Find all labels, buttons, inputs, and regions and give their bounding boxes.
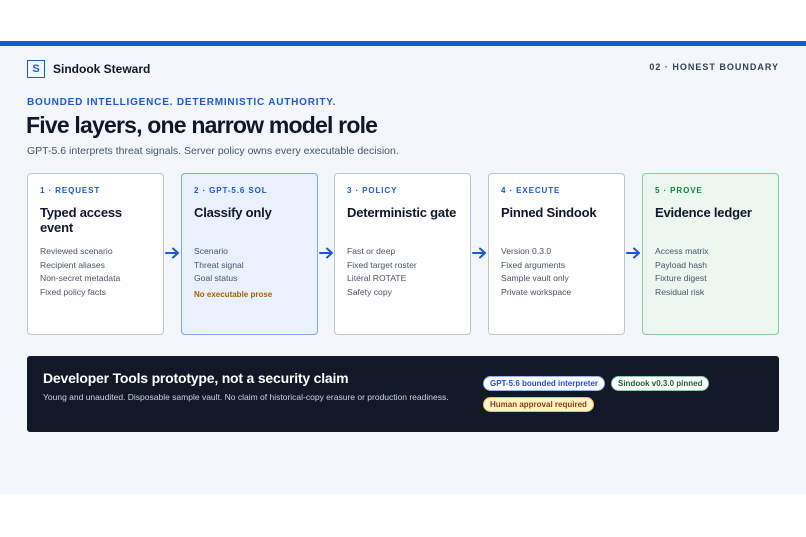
list-item: Version 0.3.0 (501, 246, 552, 256)
accent-bar (0, 41, 806, 46)
layer-cards: 1 · REQUEST Typed access event Reviewed … (27, 173, 779, 335)
disclaimer-banner: Developer Tools prototype, not a securit… (27, 356, 779, 432)
layer-title: Evidence ledger (655, 205, 752, 220)
arrow-right-icon (626, 247, 640, 259)
list-item: Reviewed scenario (40, 246, 113, 256)
layer-title: Deterministic gate (347, 205, 457, 220)
status-badge-interpreter: GPT-5.6 bounded interpreter (483, 376, 606, 391)
arrow-right-icon (165, 247, 179, 259)
layer-items: Reviewed scenario Recipient aliases Non-… (40, 245, 151, 300)
arrow-right-icon (319, 247, 333, 259)
list-item: Sample vault only (501, 273, 569, 284)
status-badge-approval: Human approval required (483, 397, 594, 412)
list-item: Recipient aliases (40, 259, 105, 270)
brand-name: Sindook Steward (53, 62, 151, 76)
layer-items: Scenario Threat signal Goal status (194, 245, 305, 286)
layer-card-policy: 3 · POLICY Deterministic gate Fast or de… (334, 173, 471, 335)
layer-step: 5 · PROVE (655, 186, 703, 195)
layer-step: 4 · EXECUTE (501, 186, 561, 195)
layer-title: Pinned Sindook (501, 205, 597, 220)
layer-items: Fast or deep Fixed target roster Literal… (347, 245, 458, 300)
layer-items: Access matrix Payload hash Fixture diges… (655, 245, 766, 300)
list-item: Private workspace (501, 287, 572, 298)
list-item: Access matrix (655, 246, 709, 256)
list-item: Fixed target roster (347, 259, 417, 270)
eyebrow: BOUNDED INTELLIGENCE. DETERMINISTIC AUTH… (27, 97, 337, 108)
layer-items: Version 0.3.0 Fixed arguments Sample vau… (501, 245, 612, 300)
layer-card-prove: 5 · PROVE Evidence ledger Access matrix … (642, 173, 779, 335)
layer-step: 3 · POLICY (347, 186, 398, 195)
list-item: Safety copy (347, 287, 392, 298)
banner-text: Young and unaudited. Disposable sample v… (43, 392, 449, 402)
page-title: Five layers, one narrow model role (26, 112, 378, 138)
layer-card-model: 2 · GPT-5.6 SOL Classify only Scenario T… (181, 173, 318, 335)
list-item: Payload hash (655, 259, 708, 270)
list-item: Scenario (194, 246, 228, 256)
layer-card-execute: 4 · EXECUTE Pinned Sindook Version 0.3.0… (488, 173, 625, 335)
list-item: Fixture digest (655, 273, 707, 284)
banner-title: Developer Tools prototype, not a securit… (43, 370, 349, 386)
brand: S Sindook Steward (27, 60, 150, 78)
list-item: Fixed policy facts (40, 287, 106, 298)
section-tag: 02 · HONEST BOUNDARY (649, 62, 779, 72)
warning-note: No executable prose (194, 290, 273, 300)
arrow-right-icon (472, 247, 486, 259)
list-item: Literal ROTATE (347, 273, 407, 284)
list-item: Goal status (194, 273, 238, 284)
layer-card-request: 1 · REQUEST Typed access event Reviewed … (27, 173, 164, 335)
layer-step: 2 · GPT-5.6 SOL (194, 186, 268, 195)
list-item: Threat signal (194, 259, 244, 270)
page-subtitle: GPT-5.6 interprets threat signals. Serve… (27, 145, 399, 157)
layer-title: Typed access event (40, 205, 122, 235)
status-badge-version: Sindook v0.3.0 pinned (611, 376, 710, 391)
list-item: Residual risk (655, 287, 705, 298)
layer-step: 1 · REQUEST (40, 186, 101, 195)
layer-title: Classify only (194, 205, 272, 220)
list-item: Fast or deep (347, 246, 396, 256)
slide: S Sindook Steward 02 · HONEST BOUNDARY B… (0, 46, 806, 494)
list-item: Non-secret metadata (40, 273, 121, 284)
list-item: Fixed arguments (501, 259, 566, 270)
brand-logo: S (27, 60, 45, 78)
